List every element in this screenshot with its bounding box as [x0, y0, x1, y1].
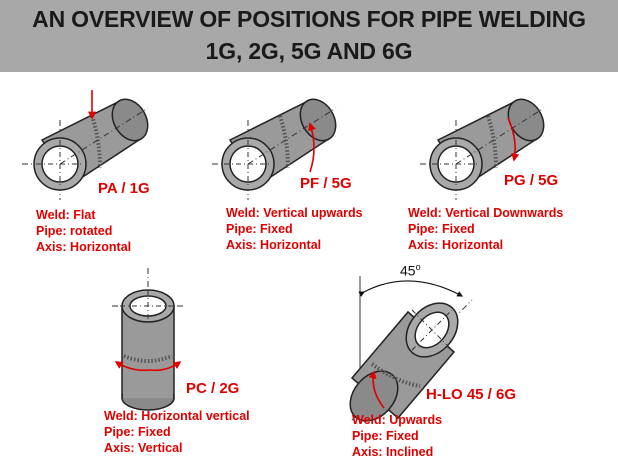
pipe-spec: Pipe: Fixed [226, 222, 293, 236]
position-label-pf-5g: PF / 5G [300, 175, 352, 192]
pipe-pc-2g [112, 268, 184, 420]
angle-value: 45 [400, 262, 416, 279]
angle-annotation: 45o [400, 262, 421, 279]
axis-spec: Axis: Inclined [352, 445, 434, 459]
position-details-pf-5g: Weld: Vertical upwards Pipe: Fixed Axis:… [226, 205, 363, 253]
weld-spec: Weld: Flat [36, 208, 96, 222]
angle-unit: o [415, 262, 421, 272]
position-details-h-lo45-6g: Weld: Upwards Pipe: Fixed Axis: Inclined [352, 412, 442, 460]
axis-spec: Axis: Horizontal [36, 240, 132, 254]
pipe-spec: Pipe: Fixed [408, 222, 475, 236]
pipe-spec: Pipe: rotated [36, 224, 113, 238]
position-label-pa-1g: PA / 1G [98, 180, 150, 197]
position-label-pg-5g: PG / 5G [504, 172, 559, 189]
weld-spec: Weld: Upwards [352, 413, 443, 427]
pipe-pa-1g [22, 90, 149, 200]
position-label-h-lo45-6g: H-LO 45 / 6G [426, 386, 517, 403]
pipe-pf-5g [212, 98, 337, 200]
welding-positions-diagram [22, 90, 545, 422]
axis-spec: Axis: Horizontal [408, 238, 504, 252]
title-banner: AN OVERVIEW OF POSITIONS FOR PIPE WELDIN… [0, 0, 618, 72]
position-details-pc-2g: Weld: Horizontal vertical Pipe: Fixed Ax… [104, 408, 250, 456]
pipe-pg-5g [420, 98, 545, 200]
pipe-spec: Pipe: Fixed [352, 429, 419, 443]
axis-spec: Axis: Horizontal [226, 238, 322, 252]
title-line-2: 1G, 2G, 5G AND 6G [205, 38, 413, 64]
title-line-1: AN OVERVIEW OF POSITIONS FOR PIPE WELDIN… [32, 6, 586, 32]
position-details-pa-1g: Weld: Flat Pipe: rotated Axis: Horizonta… [36, 207, 131, 255]
weld-spec: Weld: Vertical upwards [226, 206, 363, 220]
position-details-pg-5g: Weld: Vertical Downwards Pipe: Fixed Axi… [408, 205, 563, 253]
position-label-pc-2g: PC / 2G [186, 380, 240, 397]
weld-spec: Weld: Vertical Downwards [408, 206, 564, 220]
pipe-spec: Pipe: Fixed [104, 425, 171, 439]
axis-spec: Axis: Vertical [104, 441, 183, 455]
weld-spec: Weld: Horizontal vertical [104, 409, 250, 423]
pipe-h-lo45-6g [349, 276, 473, 422]
